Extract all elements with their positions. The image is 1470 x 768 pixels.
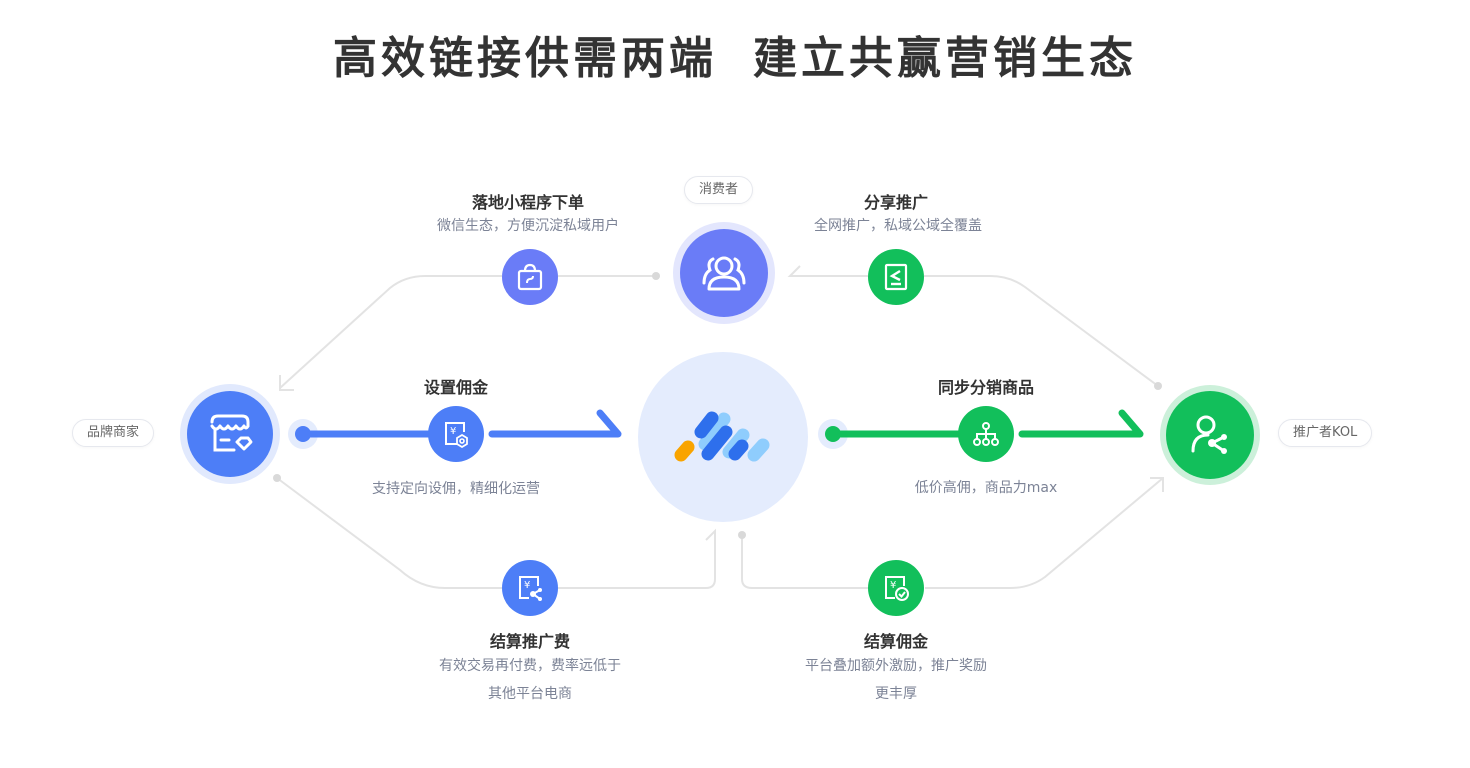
settle-fee-step-icon-button: ¥ bbox=[502, 560, 558, 616]
svg-text:¥: ¥ bbox=[890, 580, 896, 591]
miniprogram-step-icon-button bbox=[502, 249, 558, 305]
arrowhead-consumer-right bbox=[787, 265, 805, 277]
connector-consumer-to-merchant bbox=[279, 275, 656, 389]
miniprogram-step-desc: 微信生态，方便沉淀私域用户 bbox=[437, 218, 619, 234]
connector-dot-consumer bbox=[652, 272, 660, 280]
settle-commission-step-title: 结算佣金 bbox=[863, 632, 928, 651]
merchant-node bbox=[180, 384, 280, 484]
commission-setup-step-desc: 支持定向设佣，精细化运营 bbox=[372, 481, 540, 497]
share-step-icon-button bbox=[868, 249, 924, 305]
settle-commission-step-desc-line1: 平台叠加额外激励，推广奖励 bbox=[805, 658, 987, 674]
connector-merchant-to-platform bbox=[276, 477, 716, 589]
green-arrow-line bbox=[829, 409, 1144, 438]
yuan-settings-icon: ¥ bbox=[445, 422, 468, 448]
settle-commission-step-desc-line2: 更丰厚 bbox=[875, 686, 917, 702]
share-step-title: 分享推广 bbox=[863, 193, 928, 212]
settle-fee-step-desc-line2: 其他平台电商 bbox=[488, 686, 572, 702]
sync-products-step-desc: 低价高佣，商品力max bbox=[914, 480, 1058, 496]
arrowhead-merchant-top bbox=[279, 375, 294, 391]
connector-dot-merchant bbox=[273, 474, 281, 482]
settle-fee-step-title: 结算推广费 bbox=[489, 632, 570, 651]
user-share-icon bbox=[1191, 415, 1227, 454]
connector-dot-platform bbox=[738, 531, 746, 539]
hierarchy-tree-icon bbox=[973, 422, 999, 446]
miniprogram-step-title: 落地小程序下单 bbox=[471, 193, 584, 212]
promoter-label: 推广者KOL bbox=[1278, 419, 1373, 447]
page-title: 高效链接供需两端建立共赢营销生态 bbox=[0, 22, 1470, 86]
connector-platform-to-promoter bbox=[741, 477, 1164, 589]
users-group-icon bbox=[702, 256, 746, 291]
yuan-check-icon: ¥ bbox=[885, 576, 909, 601]
title-part-1: 高效链接供需两端 bbox=[333, 33, 717, 84]
sync-products-step-icon-button bbox=[958, 406, 1014, 462]
connector-dot-promoter bbox=[1154, 382, 1162, 390]
shopping-bag-miniprogram-icon bbox=[517, 263, 543, 291]
storefront-icon bbox=[210, 414, 253, 452]
consumer-label: 消费者 bbox=[684, 176, 754, 204]
share-step-desc: 全网推广，私域公域全覆盖 bbox=[814, 218, 982, 234]
settle-fee-step-desc-line1: 有效交易再付费，费率远低于 bbox=[439, 658, 621, 674]
arrowhead-promoter-bottom bbox=[1150, 477, 1164, 492]
promoter-node bbox=[1160, 385, 1260, 485]
platform-logo-icon bbox=[674, 411, 770, 462]
commission-setup-step-icon-button: ¥ bbox=[428, 406, 484, 462]
merchant-label: 品牌商家 bbox=[72, 419, 155, 447]
settle-commission-step-icon-button: ¥ bbox=[868, 560, 924, 616]
yuan-share-icon: ¥ bbox=[519, 576, 542, 601]
share-document-icon bbox=[884, 263, 908, 291]
svg-text:¥: ¥ bbox=[450, 426, 456, 437]
svg-text:¥: ¥ bbox=[524, 580, 530, 591]
blue-arrow-line bbox=[299, 409, 622, 438]
connector-promoter-to-consumer bbox=[790, 275, 1159, 387]
arrowhead-platform-bottom bbox=[705, 528, 716, 545]
platform-node bbox=[638, 352, 808, 522]
sync-products-step-title: 同步分销商品 bbox=[937, 378, 1034, 397]
consumer-node bbox=[673, 222, 775, 324]
title-part-2: 建立共赢营销生态 bbox=[753, 33, 1137, 84]
commission-setup-step-title: 设置佣金 bbox=[423, 378, 488, 397]
